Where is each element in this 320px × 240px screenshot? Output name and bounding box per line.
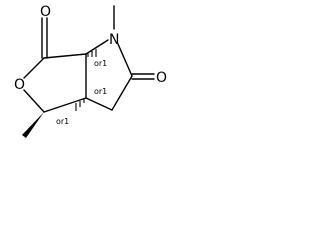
bond-c7-o [23,57,45,79]
stereo-label-c6a: or1 [94,59,107,68]
c6a-hash-bond [87,49,97,57]
atom-label-lactone-carbonyl-o: O [40,4,51,20]
bond-o-c1 [23,89,45,113]
stereo-label-c1: or1 [56,117,69,126]
stereo-label-c3a: or1 [94,87,107,96]
bond-c3-c3a [85,97,113,111]
atom-label-ring-o: O [14,77,25,93]
c3a-hash-bond [75,99,85,111]
bond-c7-c6a [43,53,87,59]
bond-c2-c3 [111,75,133,111]
atom-label-amide-carbonyl-o: O [156,70,167,86]
bond-c6a-n [85,39,109,55]
structure-diagram: O O N O or1 or1 or1 [14,4,167,138]
bond-c1-c3a [43,97,87,113]
atom-label-n: N [109,32,119,48]
c1-methyl-wedge [22,112,44,138]
bond-n-c2 [117,43,133,77]
